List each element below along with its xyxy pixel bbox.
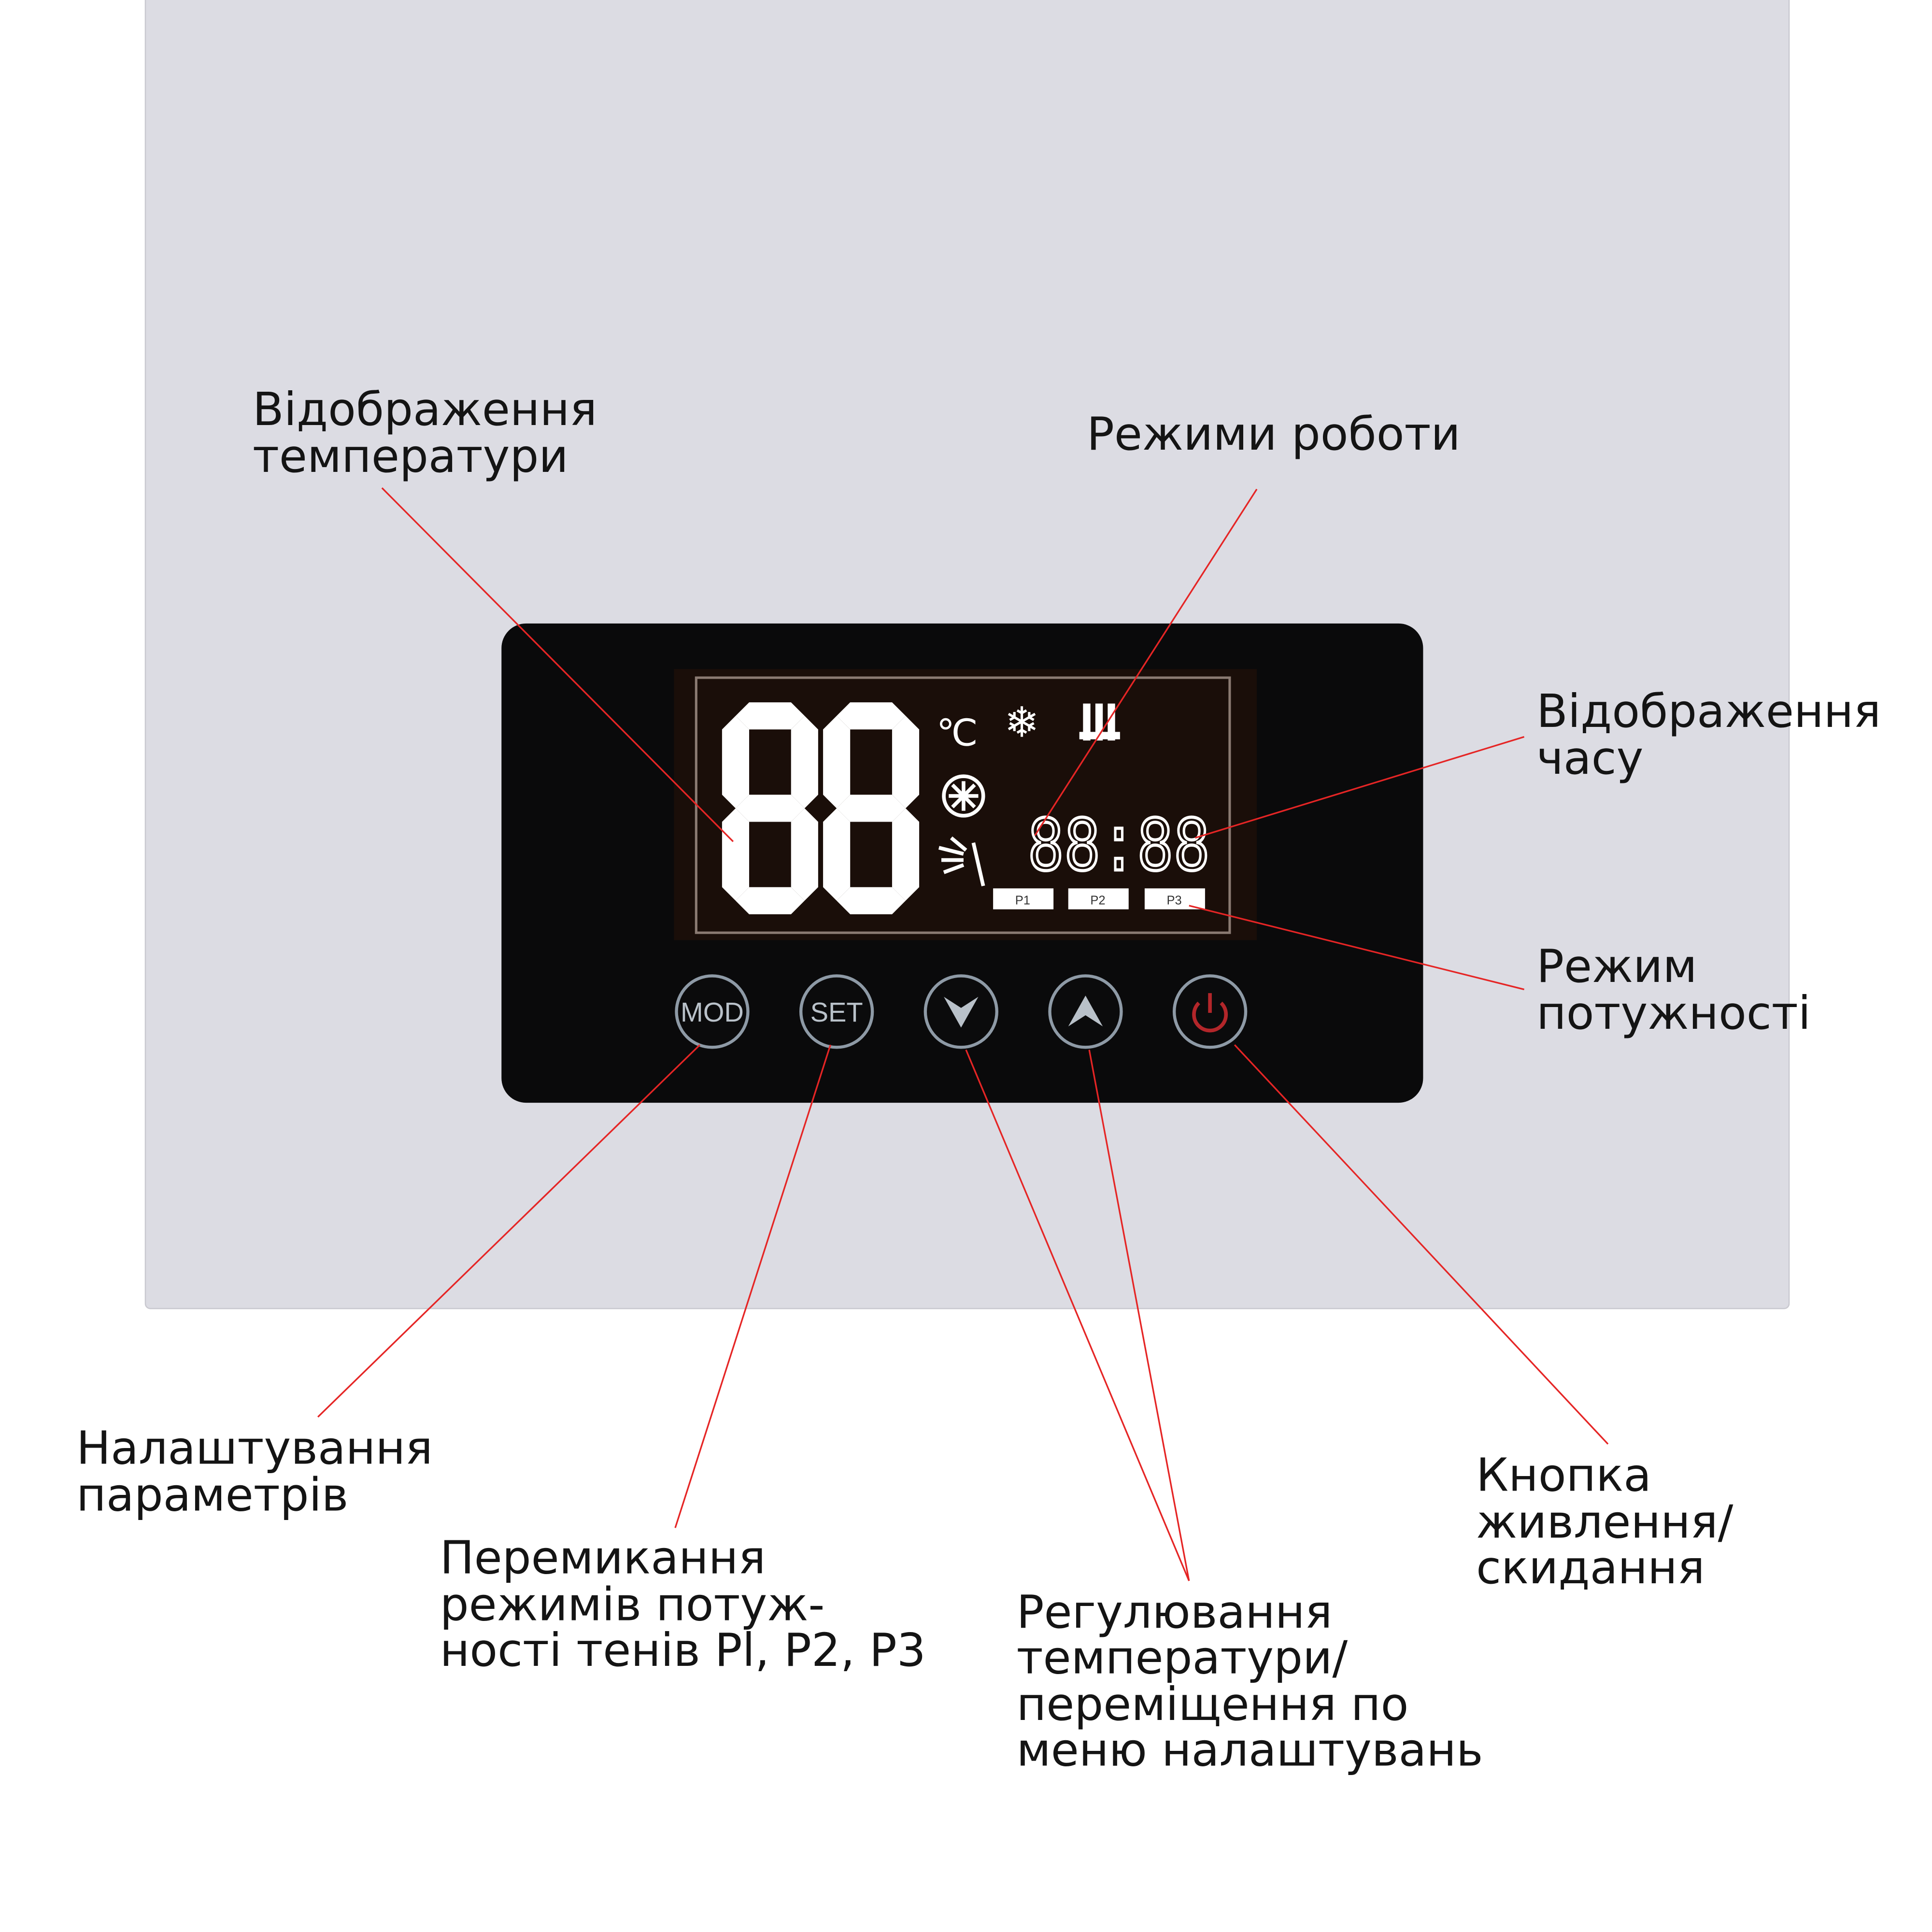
callout-text: Перемикання (440, 1532, 766, 1585)
lcd-segment (892, 716, 920, 809)
lcd-segment (837, 795, 906, 822)
temperature-display (722, 702, 920, 914)
mod-button-label: MOD (681, 997, 744, 1027)
callout-text: скидання (1476, 1541, 1705, 1594)
fan-icon (942, 774, 985, 818)
power-mode-p1: P1 (1015, 894, 1030, 907)
chevron-up-icon (1068, 995, 1103, 1026)
callout-text: параметрів (76, 1469, 348, 1522)
up-button[interactable] (1048, 974, 1123, 1049)
time-display: 88:88 (1028, 805, 1210, 894)
callout-text: ності тенів Pl, P2, P3 (440, 1624, 926, 1677)
callout-text: меню налаштувань (1017, 1724, 1483, 1777)
power-mode-p2: P2 (1090, 894, 1105, 907)
callout-text: потужності (1536, 987, 1811, 1040)
lcd-segment (823, 808, 851, 901)
lcd-segment (735, 795, 805, 822)
lcd-segment (735, 702, 805, 730)
lcd-segment (837, 702, 906, 730)
power-button[interactable] (1172, 974, 1248, 1049)
lcd-segment (837, 887, 906, 914)
callout-operating-modes: Режими роботи (1087, 408, 1461, 461)
callout-lines (317, 487, 1609, 1581)
callout-text: Регулювання (1017, 1586, 1333, 1639)
callout-time-display: Відображення часу (1536, 685, 1881, 785)
callout-text: переміщення по (1017, 1678, 1409, 1731)
shower-icon (938, 836, 985, 887)
power-icon (1192, 993, 1228, 1033)
snowflake-icon: ❄ (1004, 698, 1039, 747)
callout-text: Відображення (253, 383, 597, 436)
callout-temperature-display: Відображення температури (253, 383, 597, 483)
mod-button[interactable]: MOD (675, 974, 750, 1049)
callout-power-mode: Режим потужності (1536, 940, 1811, 1040)
lcd-segment (791, 808, 818, 901)
chevron-down-icon (944, 996, 979, 1028)
callout-adjust: Регулювання температури/ переміщення по … (1017, 1586, 1483, 1777)
callout-text: Налаштування (76, 1422, 433, 1475)
lcd-segment (735, 887, 805, 914)
lcd-segment (722, 808, 750, 901)
callout-text: Кнопка (1476, 1449, 1651, 1502)
callout-power-button: Кнопка живлення/ скидання (1476, 1449, 1733, 1594)
lcd-segment (892, 808, 920, 901)
callout-text: живлення/ (1476, 1496, 1733, 1549)
lcd-segment (823, 716, 851, 809)
callout-settings: Налаштування параметрів (76, 1422, 433, 1522)
celsius-unit: ℃ (937, 711, 978, 754)
power-mode-indicators: P1 P2 P3 (993, 888, 1205, 909)
lcd-segment (722, 716, 750, 809)
down-button[interactable] (923, 974, 998, 1049)
callout-text: часу (1536, 732, 1643, 785)
lcd-segment (791, 716, 818, 809)
callout-switch-power: Перемикання режимів потуж- ності тенів P… (440, 1532, 926, 1677)
callout-text: температури (253, 430, 568, 483)
callout-text: Режими роботи (1087, 408, 1461, 461)
callout-text: режимів потуж- (440, 1578, 825, 1632)
callout-text: температури/ (1017, 1631, 1348, 1684)
callout-text: Відображення (1536, 685, 1881, 738)
power-mode-p3: P3 (1167, 894, 1182, 907)
callout-text: Режим (1536, 940, 1697, 993)
set-button-label: SET (810, 997, 863, 1027)
set-button[interactable]: SET (799, 974, 874, 1049)
